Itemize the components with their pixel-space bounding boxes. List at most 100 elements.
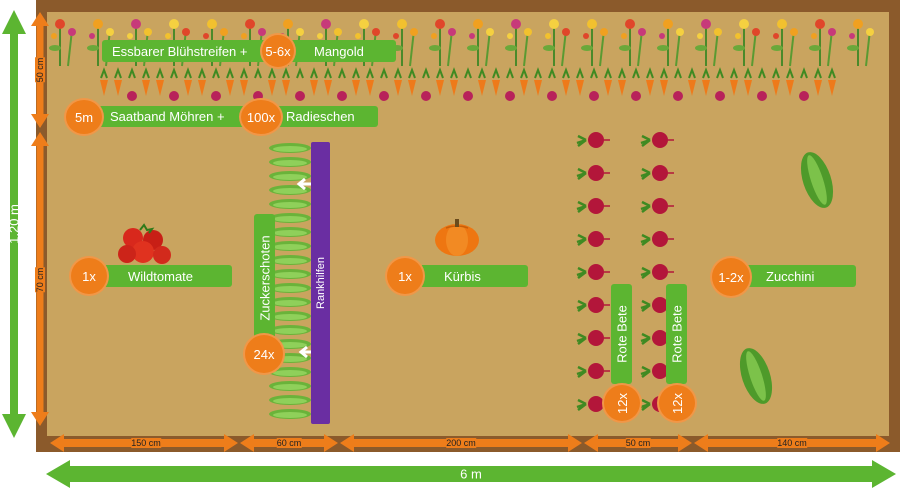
flower-icon — [505, 19, 532, 67]
segment-4-label: 50 cm — [625, 438, 651, 448]
flower-strip-icons — [49, 19, 874, 67]
segment-2-label: 60 cm — [276, 438, 302, 448]
carrot-icon — [618, 67, 626, 96]
carrot-icon — [562, 67, 570, 96]
radish-icon — [547, 67, 557, 101]
carrot-icon — [114, 67, 122, 96]
pumpkin-label: Kürbis — [404, 265, 528, 287]
pea-pod-icon — [269, 381, 311, 391]
pea-pod-icon — [269, 269, 311, 279]
pea-pod-icon — [269, 227, 311, 237]
carrot-icon — [688, 67, 696, 96]
radish-icon — [211, 67, 221, 101]
beetroot-icon — [576, 264, 610, 280]
radish-icon — [379, 67, 389, 101]
pea-pod-icon — [269, 241, 311, 251]
carrot-icon — [394, 67, 402, 96]
carrot-icon — [310, 67, 318, 96]
carrot-icon — [660, 67, 668, 96]
beetroot-icon — [576, 231, 610, 247]
pumpkin-icon — [435, 219, 479, 256]
width-total-label: 6 m — [460, 466, 482, 482]
carrot-icon — [324, 67, 332, 96]
radish-icon — [715, 67, 725, 101]
radish-icon — [253, 67, 263, 101]
pea-pod-icon — [269, 255, 311, 265]
beetroot-icon — [576, 132, 610, 148]
beetroot-icons — [576, 132, 674, 412]
carrot-icon — [352, 67, 360, 96]
carrot-icon — [268, 67, 276, 96]
zucchini-icon — [800, 152, 834, 208]
height-bottom-label: 70 cm — [35, 267, 45, 293]
radish-icon — [169, 67, 179, 101]
carrot-length-badge: 5m — [64, 98, 104, 136]
trellis-bar: Rankhilfen — [311, 142, 330, 424]
carrot-icon — [100, 67, 108, 96]
flower-icon — [619, 19, 646, 67]
beet-label-2: Rote Bete — [666, 284, 687, 384]
pea-pod-icon — [269, 297, 311, 307]
beet-count-badge-2: 12x — [657, 383, 697, 423]
flower-icon — [581, 19, 608, 67]
pea-pod-icon — [269, 325, 311, 335]
carrot-icon — [828, 67, 836, 96]
radish-icon — [463, 67, 473, 101]
carrot-icon — [814, 67, 822, 96]
zucchini-count-badge: 1-2x — [710, 256, 752, 298]
peas-count-badge: 24x — [243, 333, 285, 375]
beetroot-icon — [576, 198, 610, 214]
flower-icon — [429, 19, 456, 67]
carrot-icon — [786, 67, 794, 96]
carrot-icon — [744, 67, 752, 96]
chard-label: Mangold — [314, 43, 364, 59]
flower-icon — [847, 19, 874, 67]
radish-icon — [505, 67, 515, 101]
radish-icon — [757, 67, 767, 101]
carrot-icon — [576, 67, 584, 96]
beetroot-icon — [576, 363, 610, 379]
pumpkin-count-badge: 1x — [385, 256, 425, 296]
peas-label: Zuckerschoten — [254, 214, 275, 342]
radish-icon — [589, 67, 599, 101]
beetroot-icon — [576, 396, 610, 412]
segment-3-label: 200 cm — [446, 438, 476, 448]
carrot-radish-row-icons — [100, 67, 836, 101]
carrot-icon — [142, 67, 150, 96]
beet-label-1: Rote Bete — [611, 284, 632, 384]
carrot-icon — [646, 67, 654, 96]
pea-pod-icon — [269, 157, 311, 167]
carrot-icon — [436, 67, 444, 96]
radish-icon — [295, 67, 305, 101]
chard-count-badge: 5-6x — [260, 33, 296, 69]
beetroot-icon — [640, 165, 674, 181]
flower-icon — [695, 19, 722, 67]
flower-icon — [733, 19, 760, 67]
carrot-icon — [282, 67, 290, 96]
zucchini-label: Zucchini — [730, 265, 856, 287]
carrot-icon — [604, 67, 612, 96]
flower-icon — [771, 19, 798, 67]
flower-icon — [543, 19, 570, 67]
pea-pod-icon — [269, 213, 311, 223]
radish-icon — [673, 67, 683, 101]
segment-1-label: 150 cm — [131, 438, 161, 448]
pea-pod-icon — [269, 143, 311, 153]
radish-icon — [799, 67, 809, 101]
tomato-count-badge: 1x — [69, 256, 109, 296]
beetroot-icon — [640, 231, 674, 247]
height-total-label: 1,20 m — [6, 204, 22, 244]
beet-count-badge-1: 12x — [602, 383, 642, 423]
height-top-label: 50 cm — [35, 57, 45, 83]
radish-label: Radieschen — [286, 109, 355, 124]
flower-strip-label: Essbarer Blühstreifen + Mangold — [102, 40, 396, 62]
pea-pod-icon — [269, 199, 311, 209]
beetroot-icon — [576, 297, 610, 313]
beetroot-icon — [640, 198, 674, 214]
beetroot-icon — [576, 165, 610, 181]
carrot-icon — [478, 67, 486, 96]
beetroot-icon — [576, 330, 610, 346]
pea-pod-icon — [269, 367, 311, 377]
segment-5-label: 140 cm — [777, 438, 807, 448]
pea-pod-icon — [269, 311, 311, 321]
